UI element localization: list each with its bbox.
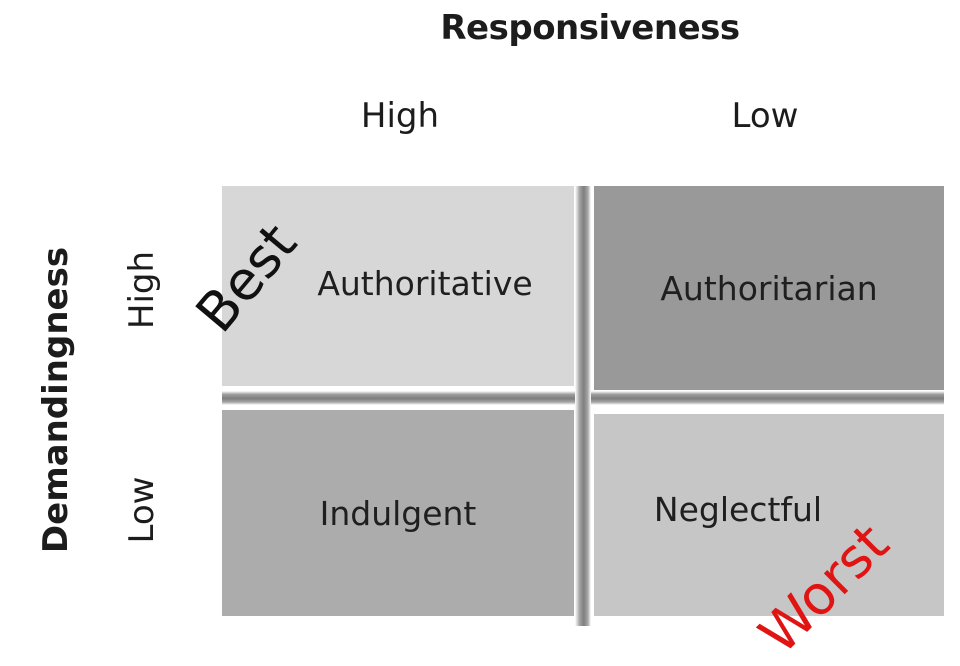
vertical-divider: [575, 186, 591, 626]
responsiveness-axis-title: Responsiveness: [440, 8, 740, 48]
demandingness-low-label: Low: [122, 476, 162, 544]
demandingness-high-label: High: [122, 250, 162, 330]
quadrant-label: Indulgent: [319, 493, 477, 533]
responsiveness-low-label: Low: [731, 96, 799, 136]
quadrant-authoritarian: Authoritarian: [594, 186, 944, 390]
responsiveness-high-label: High: [360, 96, 440, 136]
quadrant-indulgent: Indulgent: [222, 410, 574, 616]
quadrant-label: Authoritarian: [660, 268, 878, 308]
quadrant-label: Authoritative: [317, 263, 533, 303]
quadrant-authoritative: Authoritative: [222, 186, 574, 386]
quadrant-neglectful: Neglectful: [594, 414, 944, 616]
quadrant-label: Neglectful: [653, 489, 823, 529]
demandingness-axis-title: Demandingness: [36, 246, 76, 554]
